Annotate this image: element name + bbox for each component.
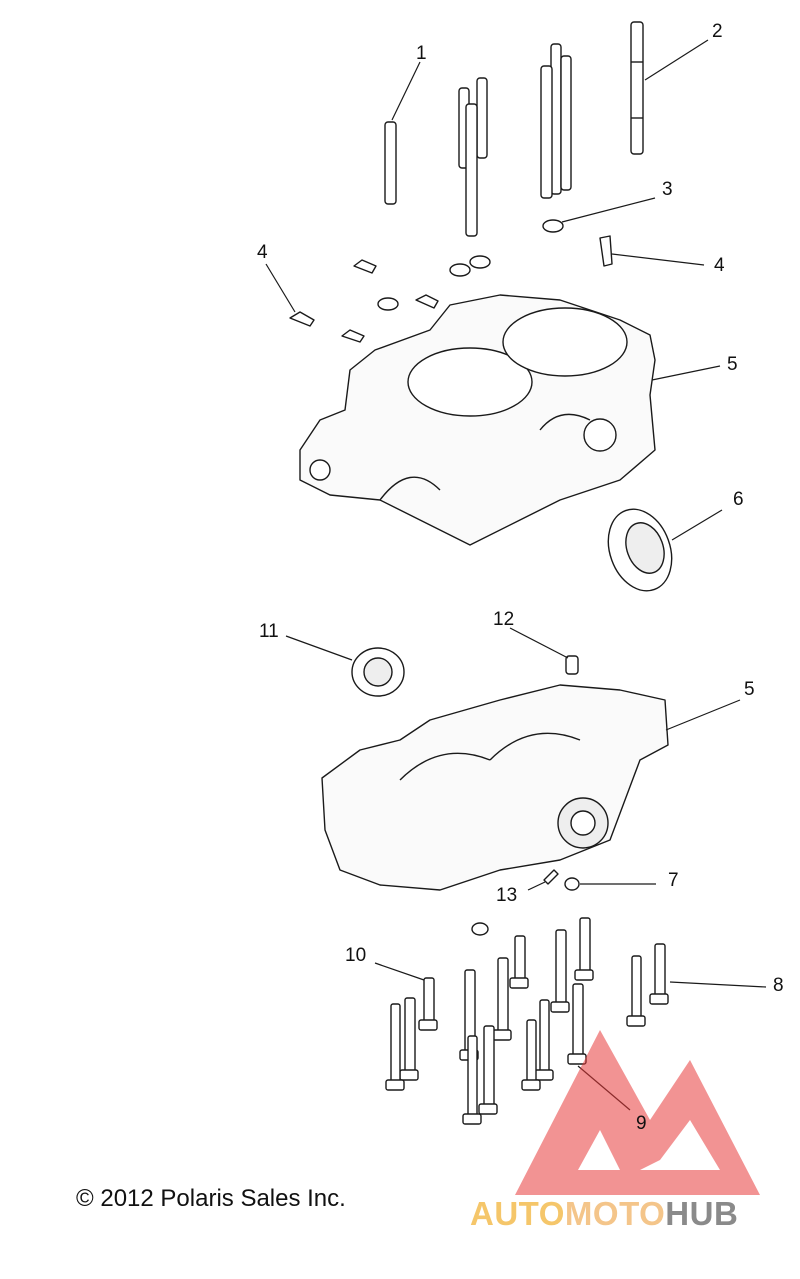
callout-13: 13	[496, 885, 518, 906]
callout-5a: 5	[727, 354, 738, 375]
callout-5b: 5	[744, 679, 755, 700]
callout-1: 1	[416, 43, 427, 64]
brand-hub-text: HUB	[665, 1195, 739, 1232]
callout-4a: 4	[257, 242, 268, 263]
watermark-logo	[515, 1030, 760, 1195]
copyright-text: © 2012 Polaris Sales Inc.	[76, 1185, 346, 1212]
small-dowel-and-screw	[471, 869, 580, 936]
callout-3: 3	[662, 179, 673, 200]
callout-12: 12	[493, 609, 515, 630]
lower-bolts	[385, 917, 669, 1125]
dowel-bushings-upper	[377, 219, 564, 311]
callout-7: 7	[668, 870, 679, 891]
brand-auto-text: AUTO	[470, 1195, 565, 1232]
upper-crankcase	[299, 294, 656, 546]
callout-6: 6	[733, 489, 744, 510]
stud-bolts-upper	[384, 21, 644, 237]
callout-2: 2	[712, 21, 723, 42]
brand-moto-text: MOTO	[564, 1195, 666, 1232]
callout-8: 8	[773, 975, 784, 996]
crank-seal-large	[607, 508, 673, 592]
watermark-brand: AUTOMOTOHUB	[470, 1195, 738, 1233]
fittings	[289, 235, 613, 343]
crank-seal-small	[351, 647, 405, 697]
lower-crankcase	[321, 684, 669, 891]
callout-9: 9	[636, 1113, 647, 1134]
callout-11: 11	[259, 621, 279, 642]
callout-10: 10	[345, 945, 367, 966]
leader-lines	[265, 39, 767, 1111]
callout-4b: 4	[714, 255, 725, 276]
dowel-pin	[565, 655, 579, 675]
